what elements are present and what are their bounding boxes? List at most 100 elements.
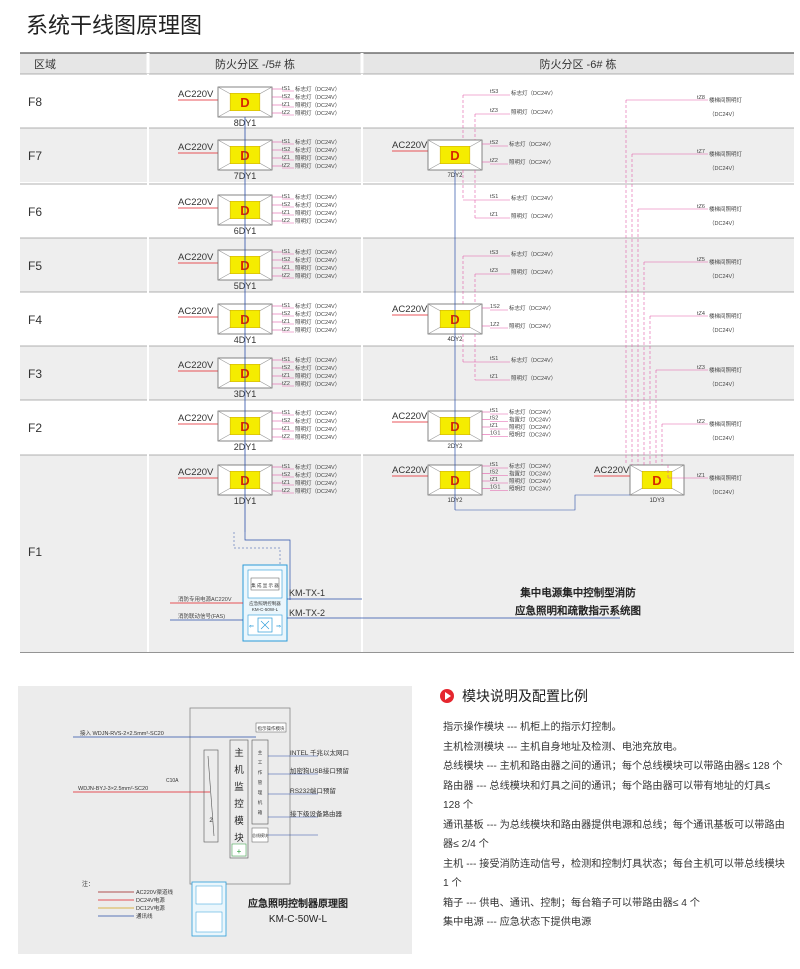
ac-input-label: AC220V [178, 360, 214, 371]
ac-input-label: AC220V [178, 467, 214, 478]
breaker-blade [207, 755, 215, 837]
legend-label: DC12V电源 [136, 904, 165, 912]
branch-code: tS2 [282, 311, 290, 317]
modules-heading: 模块说明及配置比例 [440, 686, 588, 706]
branch-code: tZ8 [697, 95, 705, 101]
breaker-frame [203, 749, 219, 843]
branch-desc: 照明灯（DC24V） [509, 431, 554, 439]
ac-input-label: AC220V [392, 465, 428, 476]
controller-model: KM-C-50W-L [252, 607, 279, 612]
branch-code: tS1 [282, 464, 290, 470]
branch-code: tS1 [282, 249, 290, 255]
branch-desc: 标志灯（DC24V） [295, 310, 340, 318]
branch-code: tZ3 [697, 365, 705, 371]
branch-code: tZ1 [490, 374, 498, 380]
branch-code: tS2 [282, 257, 290, 263]
terminal-icon: + [237, 847, 242, 856]
branch-desc: 标志灯（DC24V） [295, 463, 340, 471]
branch-desc: 标志灯（DC24V） [295, 471, 340, 479]
branch-code: tS3 [490, 250, 498, 256]
ac-input-label: AC220V [178, 413, 214, 424]
branch-desc: 标志灯（DC24V） [511, 194, 556, 202]
controller-out1-label: KM-TX-1 [289, 588, 325, 598]
box-letter: D [652, 473, 661, 488]
floor-row [20, 238, 794, 292]
legend-title: 注： [82, 880, 94, 888]
branch-code: tZ1 [282, 155, 290, 161]
branch-code: tZ1 [490, 212, 498, 218]
sub-module-frame [251, 739, 269, 825]
branch-code: tZ5 [697, 257, 705, 263]
box-inner [229, 93, 261, 111]
branch-code: tS1 [282, 357, 290, 363]
branch-code: tZ1 [282, 480, 290, 486]
branch-code: tS2 [282, 147, 290, 153]
system-caption-line2: 应急照明和疏散指示系统图 [515, 604, 641, 617]
branch-desc: 照明灯（DC24V） [295, 154, 340, 162]
branch-code: tS1 [490, 194, 498, 200]
controller-grille-icon [257, 617, 273, 633]
branch-desc: 照明灯（DC24V） [295, 487, 340, 495]
branch-desc: 标志灯（DC24V） [509, 304, 554, 312]
box-inner [641, 471, 673, 489]
ac-input-label: AC220V [594, 465, 630, 476]
branch-code: tZ1 [282, 319, 290, 325]
controller-diagram-caption: 应急照明控制器原理图 [248, 897, 348, 910]
branch-code: tS2 [282, 94, 290, 100]
right-bus-link [455, 494, 630, 511]
port-label: RS232端口预留 [290, 786, 336, 795]
legend-label: AC220V渠道线 [136, 888, 173, 896]
host-module-char: 块 [234, 832, 244, 844]
branch-desc: 标志灯（DC24V） [295, 302, 340, 310]
left-bus-branch [233, 532, 281, 570]
sub-module-char: 管 [258, 779, 263, 786]
host-module-frame [229, 739, 249, 859]
branch-code: tZ1 [490, 423, 498, 429]
branch-desc: 标志灯（DC24V） [509, 462, 554, 470]
branch-code: tS1 [490, 462, 498, 468]
branch-desc: 照明灯（DC24V） [295, 318, 340, 326]
branch-code: tZ6 [697, 204, 705, 210]
ac-input-label: AC220V [392, 140, 428, 151]
play-icon [440, 689, 454, 703]
branch-code: 1Z2 [490, 322, 499, 328]
header-right-zone: 防火分区 -6# 栋 [539, 57, 616, 71]
branch-code: tS1 [490, 356, 498, 362]
header-area: 区域 [34, 58, 56, 71]
floor-label: F5 [28, 259, 42, 273]
branch-desc: 照明灯（DC24V） [295, 209, 340, 217]
branch-desc: 标志灯（DC24V） [295, 193, 340, 201]
branch-desc: 楼梯间照明灯 [709, 474, 743, 482]
module-item: 通讯基板 --- 为总线模块和路由器提供电源和总线；每个通讯基板可以带路由器≤ … [443, 819, 785, 851]
branch-code: tZ3 [490, 268, 498, 274]
port-label: INTEL 千兆以太网口 [290, 748, 349, 757]
branch-code: tS2 [490, 140, 498, 146]
branch-desc: 标志灯（DC24V） [295, 138, 340, 146]
branch-code: tZ4 [697, 311, 705, 317]
controller-screen-text: 集 成 显 示 器 [251, 582, 279, 589]
branch-code: tZ2 [282, 327, 290, 333]
controller-display [250, 577, 280, 591]
branch-code: tS1 [282, 139, 290, 145]
breaker-label: C10A [166, 778, 179, 784]
branch-desc: 照明灯（DC24V） [295, 264, 340, 272]
branch-sub: （DC24V） [709, 381, 738, 388]
floor-row [20, 400, 794, 454]
sub-module-char: 机 [258, 799, 263, 806]
branch-desc: 楼梯间照明灯 [709, 205, 743, 213]
module-item: 箱子 --- 供电、通讯、控制；每台箱子可以带路由器≤ 4 个 [443, 897, 700, 909]
box-letter: D [450, 148, 459, 163]
module-item: 总线模块 --- 主机和路由器之间的通讯；每个总线模块可以带路由器≤ 128 个 [443, 761, 783, 772]
legend-label: 通讯线 [136, 912, 153, 920]
branch-code: tS2 [282, 472, 290, 478]
floor-row [20, 128, 794, 182]
breaker-number: 2 [209, 818, 213, 824]
floor-label: F8 [28, 95, 42, 109]
sub-module-char: 箱 [258, 809, 263, 816]
cabinet-thumb-door [195, 911, 223, 933]
ac-input-label: AC220V [392, 304, 428, 315]
branch-code: tS1 [282, 303, 290, 309]
branch-desc: 照明灯（DC24V） [509, 158, 554, 166]
module-item: 集中电源 --- 应急状态下提供电源 [443, 917, 592, 928]
